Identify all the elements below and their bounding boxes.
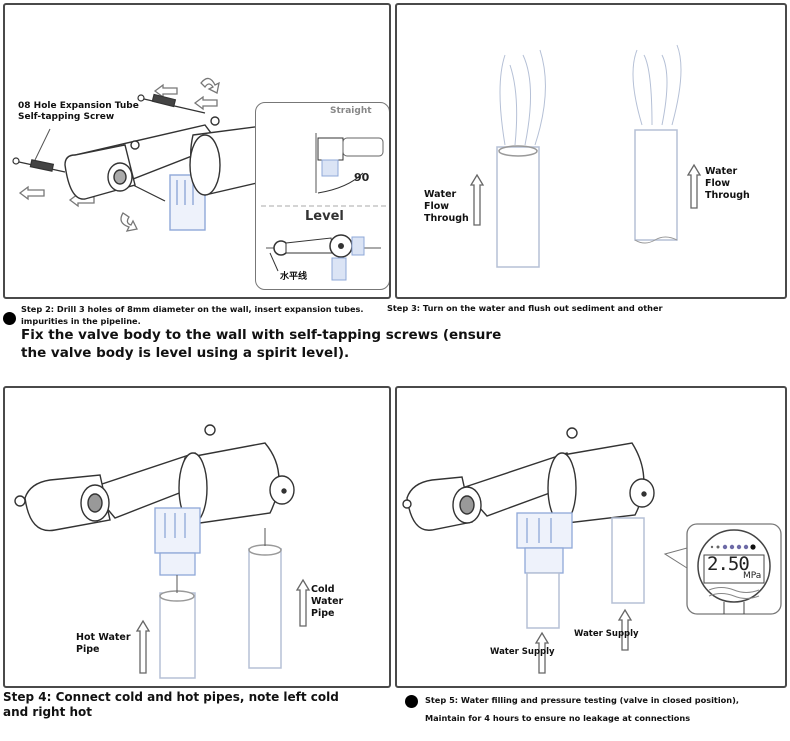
up-arrow-icon [686, 163, 702, 209]
rotate-arrow-icon [200, 77, 220, 94]
gauge-unit: MPa [743, 571, 762, 581]
water-supply-right-label: Water Supply [574, 629, 639, 639]
rotate-arrow-icon [120, 212, 138, 232]
expansion-tube-screw-label: 08 Hole Expansion Tube Self-tapping Scre… [18, 101, 139, 123]
arrow-icon [193, 95, 218, 111]
arrow-icon [18, 185, 45, 201]
step5-caption: Step 5: Water filling and pressure testi… [425, 695, 739, 723]
step2-illustration-panel: 08 Hole Expansion Tube Self-tapping Scre… [3, 3, 391, 299]
cold-water-pipe-label: Cold Water Pipe [311, 584, 344, 619]
right-water-flow-label: Water Flow Through [705, 166, 750, 201]
gauge-lcd-screen [703, 554, 765, 584]
inset-straight-title: Straight [330, 106, 372, 116]
step4-illustration-panel: Hot Water Pipe Cold Water Pipe [3, 386, 391, 688]
left-water-flow-label: Water Flow Through [424, 189, 469, 224]
gauge-indicator-dots [710, 544, 756, 550]
up-arrow-icon [617, 608, 633, 651]
step2-caption-small: Step 2: Drill 3 holes of 8mm diameter on… [21, 304, 364, 326]
pipe-connection-drawing [14, 424, 311, 679]
bullet-dot [405, 695, 418, 708]
up-arrow-icon [469, 173, 485, 226]
step5-illustration-panel: 2.50 MPa Water Supply Water Supply [395, 386, 787, 688]
inset-diagram [261, 133, 386, 281]
water-flush-drawing [469, 44, 702, 268]
gauge-value: 2.50 [707, 553, 750, 575]
step2-caption-large: Fix the valve body to the wall with self… [21, 327, 502, 361]
inset-level-title: Level [305, 209, 344, 224]
horizontal-line-chinese-label: 水平线 [280, 272, 308, 282]
up-arrow-icon [534, 631, 550, 674]
step3-caption: Step 3: Turn on the water and flush out … [387, 303, 663, 313]
bullet-dot [3, 312, 16, 325]
up-arrow-icon [295, 578, 311, 627]
angle-90-label: 90 [354, 171, 370, 184]
step3-illustration-panel: Water Flow Through Water Flow Through [395, 3, 787, 299]
water-supply-left-label: Water Supply [490, 647, 555, 657]
straight-level-inset: Straight 90 Level 水平线 [255, 102, 389, 290]
gauge-callout-pointer [663, 547, 688, 569]
up-arrow-icon [135, 619, 151, 674]
pressure-test-drawing [402, 427, 782, 674]
step4-caption: Step 4: Connect cold and hot pipes, note… [3, 690, 339, 719]
hot-water-pipe-label: Hot Water Pipe [76, 632, 131, 655]
